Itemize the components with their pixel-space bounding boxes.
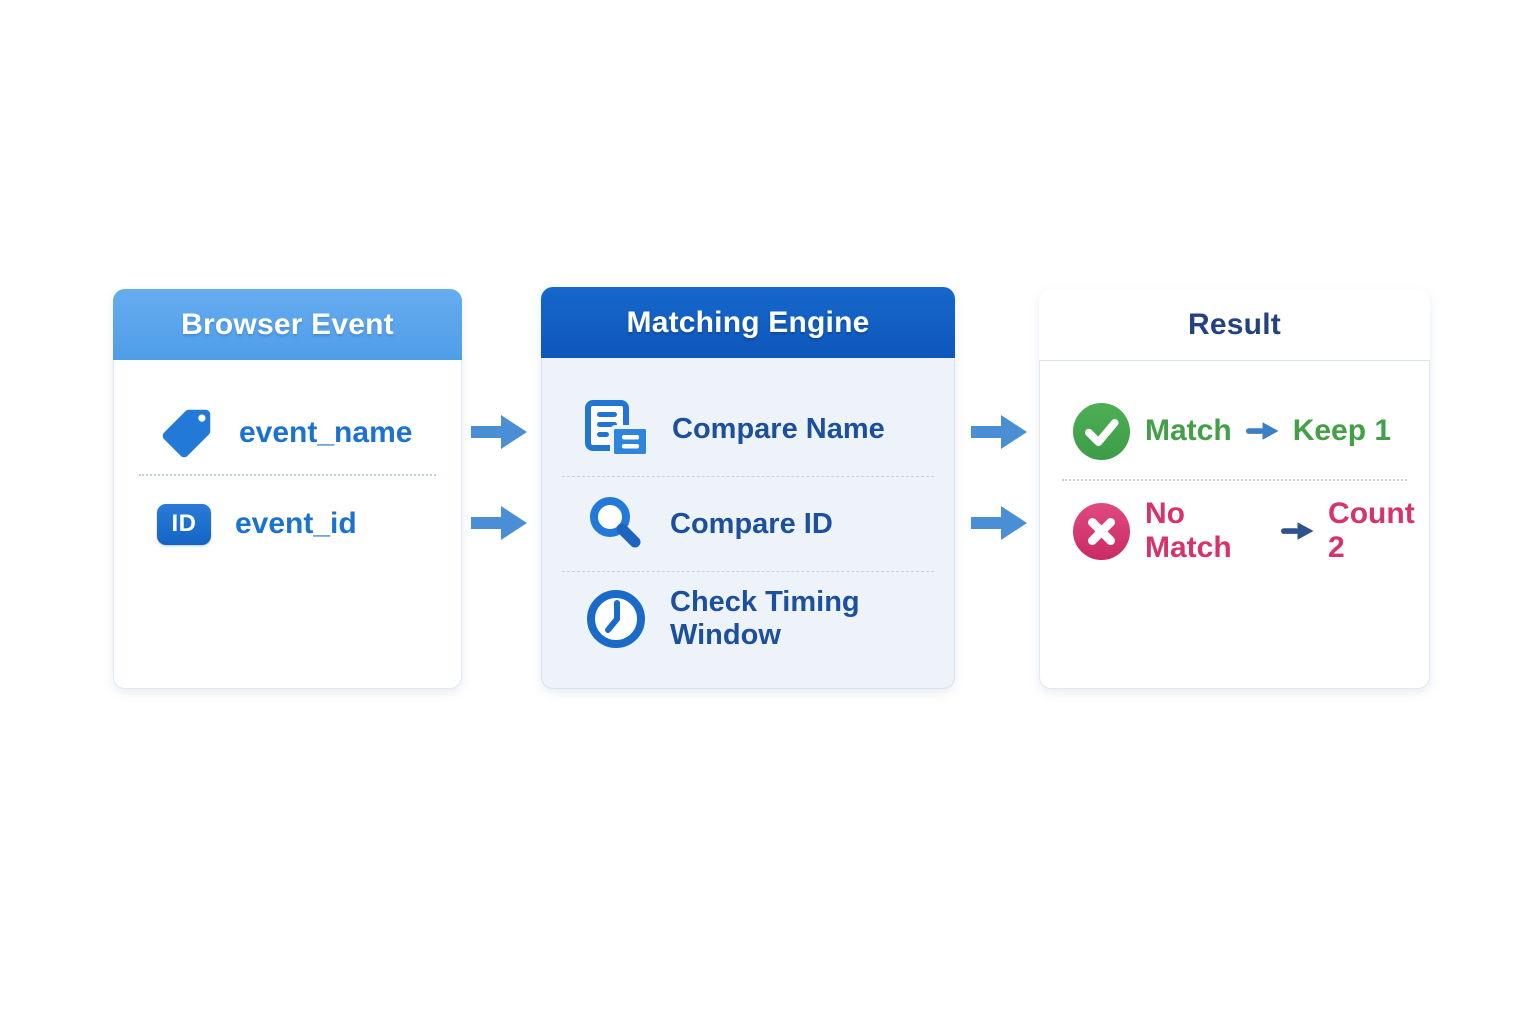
match-outcome-label: Match xyxy=(1145,414,1232,447)
event-name-label: event_name xyxy=(239,416,413,449)
compare-id-row: Compare ID xyxy=(584,489,833,559)
row-divider xyxy=(562,476,934,477)
event-id-label: event_id xyxy=(235,507,357,540)
row-divider xyxy=(562,571,934,572)
flow-arrow-icon xyxy=(471,506,527,540)
arrow-right-icon xyxy=(1279,519,1316,543)
row-divider xyxy=(139,474,436,476)
browser-event-title: Browser Event xyxy=(181,307,394,341)
magnifier-icon xyxy=(584,492,648,556)
row-divider xyxy=(1062,479,1407,481)
browser-event-header: Browser Event xyxy=(113,289,462,360)
x-circle-icon xyxy=(1073,502,1130,560)
panel-browser-event: Browser Event event_name ID event_id xyxy=(113,289,462,689)
id-badge-icon: ID xyxy=(157,503,211,545)
arrow-right-icon xyxy=(1244,419,1281,443)
compare-id-label: Compare ID xyxy=(670,507,833,540)
flow-arrow-icon xyxy=(971,506,1027,540)
event-name-row: event_name xyxy=(158,398,412,468)
compare-name-label: Compare Name xyxy=(672,412,885,445)
match-row: Match Keep 1 xyxy=(1073,396,1391,466)
clock-icon xyxy=(584,587,648,651)
no-match-outcome-label: No Match xyxy=(1145,497,1232,564)
matching-engine-title: Matching Engine xyxy=(626,305,870,339)
flow-arrow-icon xyxy=(971,415,1027,449)
check-circle-icon xyxy=(1073,402,1130,460)
panel-result: Result Match xyxy=(1039,289,1430,689)
no-match-row: No Match Count 2 xyxy=(1073,496,1429,566)
tag-icon xyxy=(158,405,215,462)
no-match-action-label: Count 2 xyxy=(1328,497,1415,564)
match-action-label: Keep 1 xyxy=(1292,414,1392,447)
result-header: Result xyxy=(1039,289,1430,361)
panel-matching-engine: Matching Engine Compare Name xyxy=(541,287,955,689)
check-timing-label: Check Timing Window xyxy=(670,586,860,651)
event-id-row: ID event_id xyxy=(157,489,357,559)
matching-engine-header: Matching Engine xyxy=(541,287,955,358)
compare-name-row: Compare Name xyxy=(584,394,885,464)
id-badge-text: ID xyxy=(157,503,211,545)
compare-documents-icon xyxy=(584,399,650,459)
flow-arrow-icon xyxy=(471,415,527,449)
check-timing-row: Check Timing Window xyxy=(584,584,954,654)
result-title: Result xyxy=(1188,307,1281,341)
